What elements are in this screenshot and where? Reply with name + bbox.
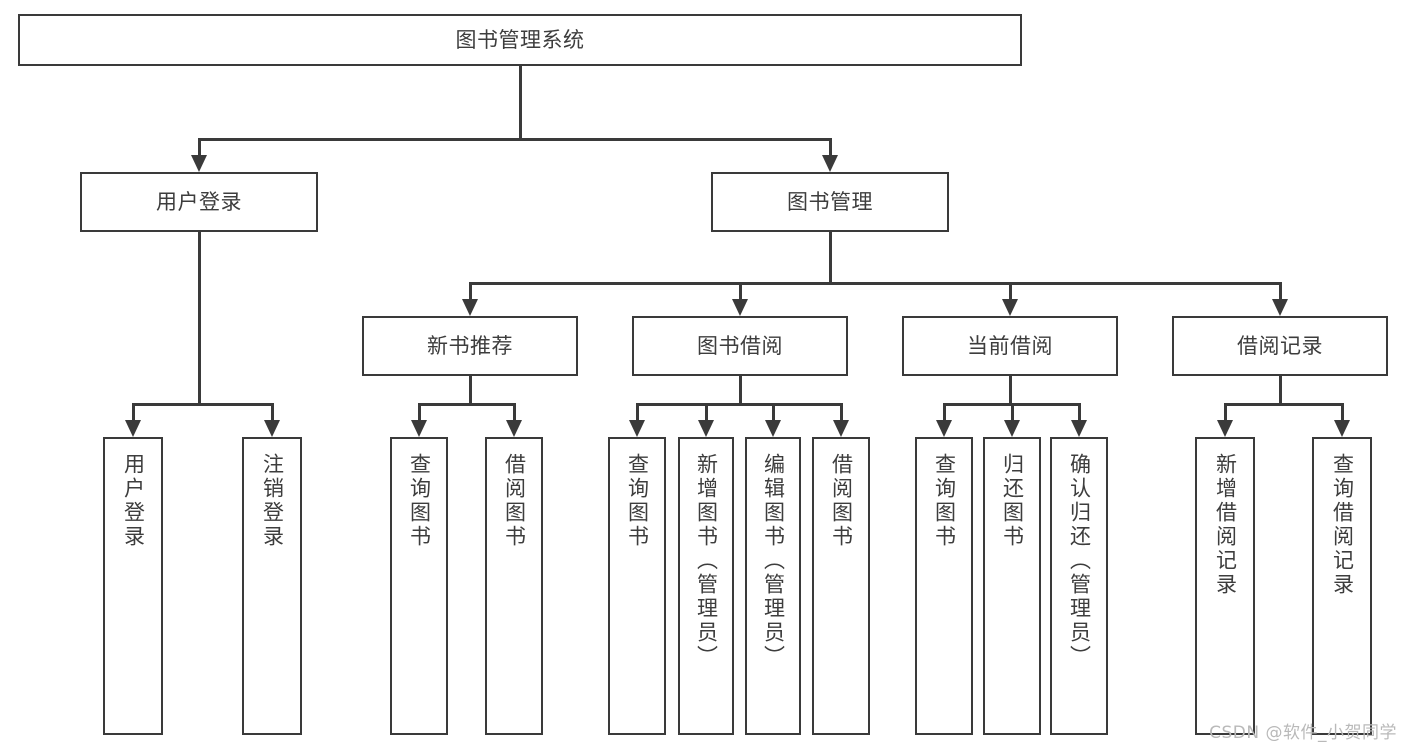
connector-arrowhead: [1002, 299, 1018, 316]
connector-arrowhead: [1334, 420, 1350, 437]
node-label: 确认归还（管理员）: [1067, 453, 1092, 669]
connector-drop: [829, 138, 832, 155]
connector-arrowhead: [698, 420, 714, 437]
leaf-record-query[interactable]: 查询借阅记录: [1312, 437, 1372, 735]
connector-arrowhead: [765, 420, 781, 437]
connector-drop: [513, 403, 516, 420]
connector-drop: [418, 403, 421, 420]
connector-stem: [198, 232, 201, 403]
node-label: 查询图书: [625, 453, 650, 549]
node-book-management[interactable]: 图书管理: [711, 172, 949, 232]
connector-stem: [1279, 376, 1282, 403]
connector-arrowhead: [1272, 299, 1288, 316]
connector-arrowhead: [1217, 420, 1233, 437]
connector-arrowhead: [462, 299, 478, 316]
node-current-borrow[interactable]: 当前借阅: [902, 316, 1118, 376]
leaf-new-query-book[interactable]: 查询图书: [390, 437, 448, 735]
connector-arrowhead: [1004, 420, 1020, 437]
node-label: 借阅记录: [1237, 333, 1323, 358]
connector-bus: [199, 138, 830, 141]
node-label: 新增借阅记录: [1213, 453, 1238, 597]
connector-stem: [519, 66, 522, 138]
connector-stem: [469, 376, 472, 403]
node-label: 借阅图书: [829, 453, 854, 549]
leaf-current-return-book[interactable]: 归还图书: [983, 437, 1041, 735]
connector-arrowhead: [822, 155, 838, 172]
node-book-borrow[interactable]: 图书借阅: [632, 316, 848, 376]
leaf-borrow-borrow-book[interactable]: 借阅图书: [812, 437, 870, 735]
leaf-borrow-edit-book-admin[interactable]: 编辑图书（管理员）: [745, 437, 801, 735]
node-label: 借阅图书: [502, 453, 527, 549]
node-label: 注销登录: [260, 453, 285, 549]
connector-drop: [198, 138, 201, 155]
node-borrow-record[interactable]: 借阅记录: [1172, 316, 1388, 376]
connector-drop: [840, 403, 843, 420]
connector-arrowhead: [629, 420, 645, 437]
connector-drop: [469, 282, 472, 299]
connector-drop: [1009, 282, 1012, 299]
connector-drop: [132, 403, 135, 420]
connector-drop: [943, 403, 946, 420]
node-label: 编辑图书（管理员）: [761, 453, 786, 669]
node-label: 查询图书: [407, 453, 432, 549]
connector-drop: [636, 403, 639, 420]
connector-arrowhead: [506, 420, 522, 437]
leaf-user-logout[interactable]: 注销登录: [242, 437, 302, 735]
connector-drop: [1224, 403, 1227, 420]
connector-drop: [1341, 403, 1344, 420]
connector-arrowhead: [833, 420, 849, 437]
leaf-record-add[interactable]: 新增借阅记录: [1195, 437, 1255, 735]
connector-drop: [739, 282, 742, 299]
connector-drop: [1279, 282, 1282, 299]
connector-arrowhead: [732, 299, 748, 316]
node-label: 归还图书: [1000, 453, 1025, 549]
leaf-user-login[interactable]: 用户登录: [103, 437, 163, 735]
connector-bus: [470, 282, 1280, 285]
connector-bus: [1225, 403, 1342, 406]
node-label: 图书借阅: [697, 333, 783, 358]
node-label: 查询图书: [932, 453, 957, 549]
connector-bus: [419, 403, 514, 406]
node-label: 查询借阅记录: [1330, 453, 1355, 597]
csdn-watermark: CSDN @软件_小贺同学: [1209, 723, 1397, 743]
connector-stem: [739, 376, 742, 403]
connector-drop: [772, 403, 775, 420]
node-label: 新书推荐: [427, 333, 513, 358]
leaf-borrow-query-book[interactable]: 查询图书: [608, 437, 666, 735]
node-root[interactable]: 图书管理系统: [18, 14, 1022, 66]
node-label: 当前借阅: [967, 333, 1053, 358]
leaf-new-borrow-book[interactable]: 借阅图书: [485, 437, 543, 735]
node-label: 用户登录: [121, 453, 146, 549]
connector-arrowhead: [411, 420, 427, 437]
leaf-current-confirm-return-admin[interactable]: 确认归还（管理员）: [1050, 437, 1108, 735]
node-new-book-recommend[interactable]: 新书推荐: [362, 316, 578, 376]
connector-arrowhead: [264, 420, 280, 437]
connector-drop: [271, 403, 274, 420]
node-label: 用户登录: [156, 189, 242, 214]
connector-arrowhead: [125, 420, 141, 437]
leaf-current-query-book[interactable]: 查询图书: [915, 437, 973, 735]
node-label: 图书管理: [787, 189, 873, 214]
node-label: 图书管理系统: [455, 27, 585, 52]
connector-bus: [133, 403, 272, 406]
connector-drop: [705, 403, 708, 420]
node-label: 新增图书（管理员）: [694, 453, 719, 669]
connector-stem: [829, 232, 832, 282]
connector-arrowhead: [1071, 420, 1087, 437]
connector-drop: [1078, 403, 1081, 420]
node-user-login[interactable]: 用户登录: [80, 172, 318, 232]
connector-bus: [637, 403, 841, 406]
connector-arrowhead: [191, 155, 207, 172]
leaf-borrow-add-book-admin[interactable]: 新增图书（管理员）: [678, 437, 734, 735]
connector-stem: [1009, 376, 1012, 403]
connector-arrowhead: [936, 420, 952, 437]
connector-drop: [1011, 403, 1014, 420]
